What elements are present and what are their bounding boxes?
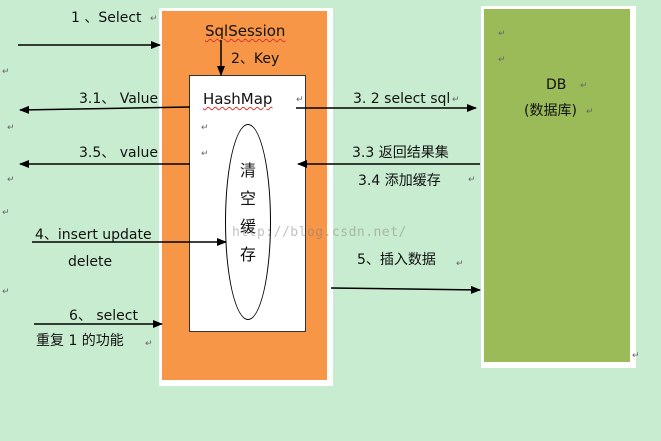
para-mark: ↵	[452, 95, 460, 105]
oval-char-2: 空	[239, 189, 256, 208]
step-4-delete-label: delete	[68, 254, 113, 270]
step-5-label: 5、插入数据	[357, 252, 436, 268]
para-mark: ↵	[7, 175, 15, 185]
db-box	[481, 6, 636, 368]
para-mark: ↵	[2, 67, 10, 77]
step-1-label: 1 、Select	[71, 10, 142, 26]
step-3-4-label: 3.4 添加缓存	[358, 173, 441, 189]
arrow-step-3-1	[19, 105, 191, 114]
step-6-label: 6、 select	[69, 308, 138, 324]
watermark: http://blog.csdn.net/	[232, 225, 407, 240]
db-sublabel: (数据库)	[524, 103, 577, 119]
step-3-2-label: 3. 2 select sql	[353, 91, 451, 107]
key-label: 2、Key	[231, 51, 280, 67]
para-mark: ↵	[2, 287, 10, 297]
oval-char-3: 缓	[239, 217, 256, 236]
arrow-step-5	[330, 285, 481, 294]
step-3-5-label: 3.5、 value	[79, 145, 158, 161]
para-mark: ↵	[468, 175, 476, 185]
step-4-label: 4、insert update	[35, 227, 152, 243]
para-mark: ↵	[145, 339, 153, 349]
para-mark: ↵	[201, 123, 209, 133]
para-mark: ↵	[498, 55, 506, 65]
para-mark: ↵	[296, 95, 304, 105]
para-mark: ↵	[586, 107, 594, 117]
para-mark: ↵	[201, 149, 209, 159]
step-6-repeat-label: 重复 1 的功能	[36, 333, 124, 349]
para-mark: ↵	[2, 208, 10, 218]
oval-char-1: 清	[239, 161, 256, 180]
oval-char-4: 存	[239, 245, 256, 264]
para-mark: ↵	[456, 259, 464, 269]
hashmap-label: HashMap	[203, 90, 273, 108]
para-mark: ↵	[498, 29, 506, 39]
clear-cache-oval	[225, 124, 271, 320]
para-mark: ↵	[7, 123, 15, 133]
sqlsession-label: SqlSession	[205, 22, 286, 40]
para-mark: ↵	[632, 351, 640, 361]
para-mark: ↵	[150, 14, 158, 24]
step-3-3-label: 3.3 返回结果集	[352, 145, 449, 161]
step-3-1-label: 3.1、 Value	[79, 91, 159, 107]
db-label: DB	[546, 77, 567, 93]
para-mark: ↵	[580, 81, 588, 91]
